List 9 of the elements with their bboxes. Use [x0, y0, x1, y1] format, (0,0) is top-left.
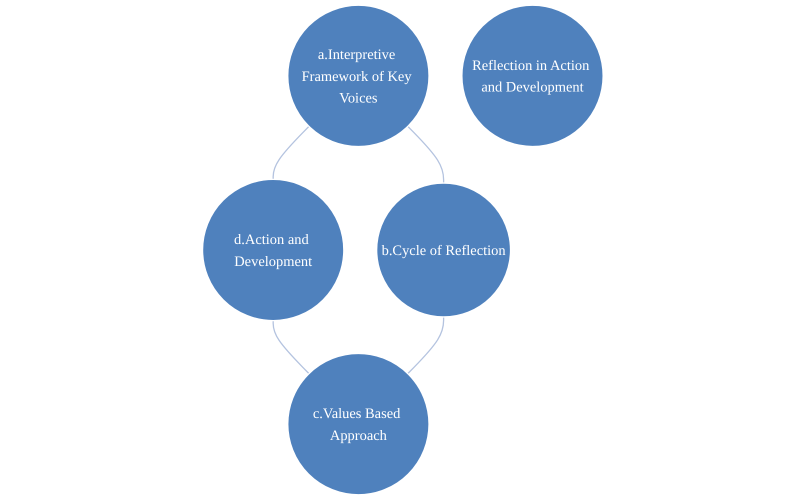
connector	[272, 126, 310, 180]
node-circle: b.Cycle of Reflection	[376, 182, 511, 318]
node-circle: d.Action and Development	[202, 178, 344, 322]
node-circle: c.Values Based Approach	[286, 352, 430, 496]
node-circle: Reflection in Action and Development	[460, 4, 604, 148]
connector	[272, 320, 310, 374]
connector	[406, 316, 444, 374]
node-circle: a.Interpretive Framework of Key Voices	[286, 4, 430, 148]
connector	[406, 126, 444, 184]
